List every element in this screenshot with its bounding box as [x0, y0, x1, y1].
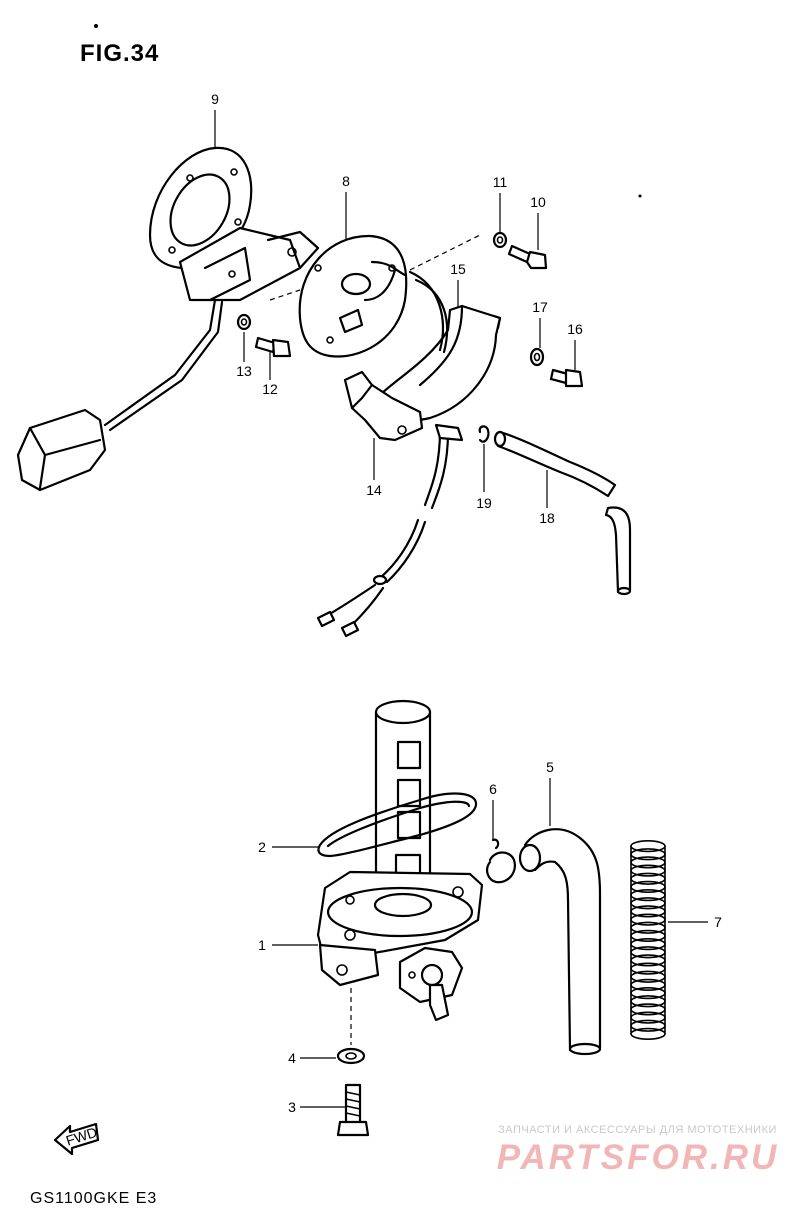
callout-16: 16	[567, 321, 583, 370]
callout-11: 11	[493, 174, 508, 232]
callout-14: 14	[366, 438, 382, 498]
sender-wire	[408, 270, 444, 352]
svg-text:11: 11	[493, 174, 508, 190]
svg-text:14: 14	[366, 482, 382, 498]
svg-text:10: 10	[530, 194, 546, 210]
svg-text:18: 18	[539, 510, 555, 526]
callout-6: 6	[489, 781, 497, 840]
svg-text:6: 6	[489, 781, 497, 797]
svg-text:4: 4	[288, 1050, 296, 1066]
callout-9: 9	[211, 91, 219, 148]
part-19-clip	[478, 425, 490, 443]
callout-19: 19	[476, 444, 492, 511]
svg-text:19: 19	[476, 495, 492, 511]
wire-harness	[316, 423, 464, 638]
part-10-bolt	[507, 244, 548, 270]
speck	[638, 194, 642, 198]
callout-12: 12	[262, 352, 278, 397]
assembly-line	[269, 289, 301, 301]
sender-wire	[414, 278, 449, 354]
callout-15: 15	[450, 261, 466, 308]
spring-coil	[630, 1027, 666, 1041]
callout-7: 7	[668, 914, 722, 930]
watermark-logo: PARTSFOR.RU	[496, 1138, 780, 1177]
part-17-washer	[529, 347, 545, 367]
callout-3: 3	[288, 1099, 345, 1115]
callout-5: 5	[546, 759, 554, 826]
part-13-washer	[236, 313, 252, 331]
callout-10: 10	[530, 194, 546, 250]
svg-text:8: 8	[342, 173, 350, 189]
svg-text:9: 9	[211, 91, 219, 107]
part-1-fuel-cock	[316, 699, 484, 1022]
part-5-hose	[518, 828, 602, 1056]
part-8-plate	[298, 234, 408, 358]
callout-1: 1	[258, 937, 318, 953]
part-2-o-ring	[317, 792, 478, 858]
callout-18: 18	[539, 470, 555, 526]
fwd-arrow-icon: FWD	[53, 1122, 100, 1156]
callout-2: 2	[258, 839, 320, 855]
part-14-bracket	[343, 370, 424, 442]
model-code: GS1100GKE E3	[30, 1190, 158, 1207]
svg-text:13: 13	[236, 363, 252, 379]
callout-8: 8	[342, 173, 350, 240]
callout-17: 17	[532, 299, 548, 348]
callout-4: 4	[288, 1050, 336, 1066]
svg-text:1: 1	[258, 937, 266, 953]
part-6-clip	[486, 838, 516, 884]
figure-title: FIG.34	[80, 40, 160, 67]
svg-text:7: 7	[714, 914, 722, 930]
fuel-gauge-sender	[16, 226, 320, 492]
watermark-tagline: ЗАПЧАСТИ И АКСЕССУАРЫ ДЛЯ МОТОТЕХНИКИ	[498, 1124, 777, 1136]
svg-text:15: 15	[450, 261, 466, 277]
svg-text:16: 16	[567, 321, 583, 337]
part-7-spring	[630, 839, 666, 1041]
speck	[94, 24, 98, 28]
svg-text:5: 5	[546, 759, 554, 775]
part-16-screw	[549, 368, 584, 388]
callout-13: 13	[236, 332, 252, 379]
part-12-screw	[254, 336, 292, 358]
svg-text:17: 17	[532, 299, 548, 315]
svg-text:12: 12	[262, 381, 278, 397]
part-3-bolt	[336, 1083, 370, 1137]
assembly-line	[409, 234, 481, 271]
spring-outline	[630, 846, 666, 1034]
part-11-washer	[492, 231, 508, 249]
part-18-hose	[493, 430, 632, 596]
svg-text:2: 2	[258, 839, 266, 855]
part-4-washer	[336, 1047, 366, 1065]
svg-text:3: 3	[288, 1099, 296, 1115]
